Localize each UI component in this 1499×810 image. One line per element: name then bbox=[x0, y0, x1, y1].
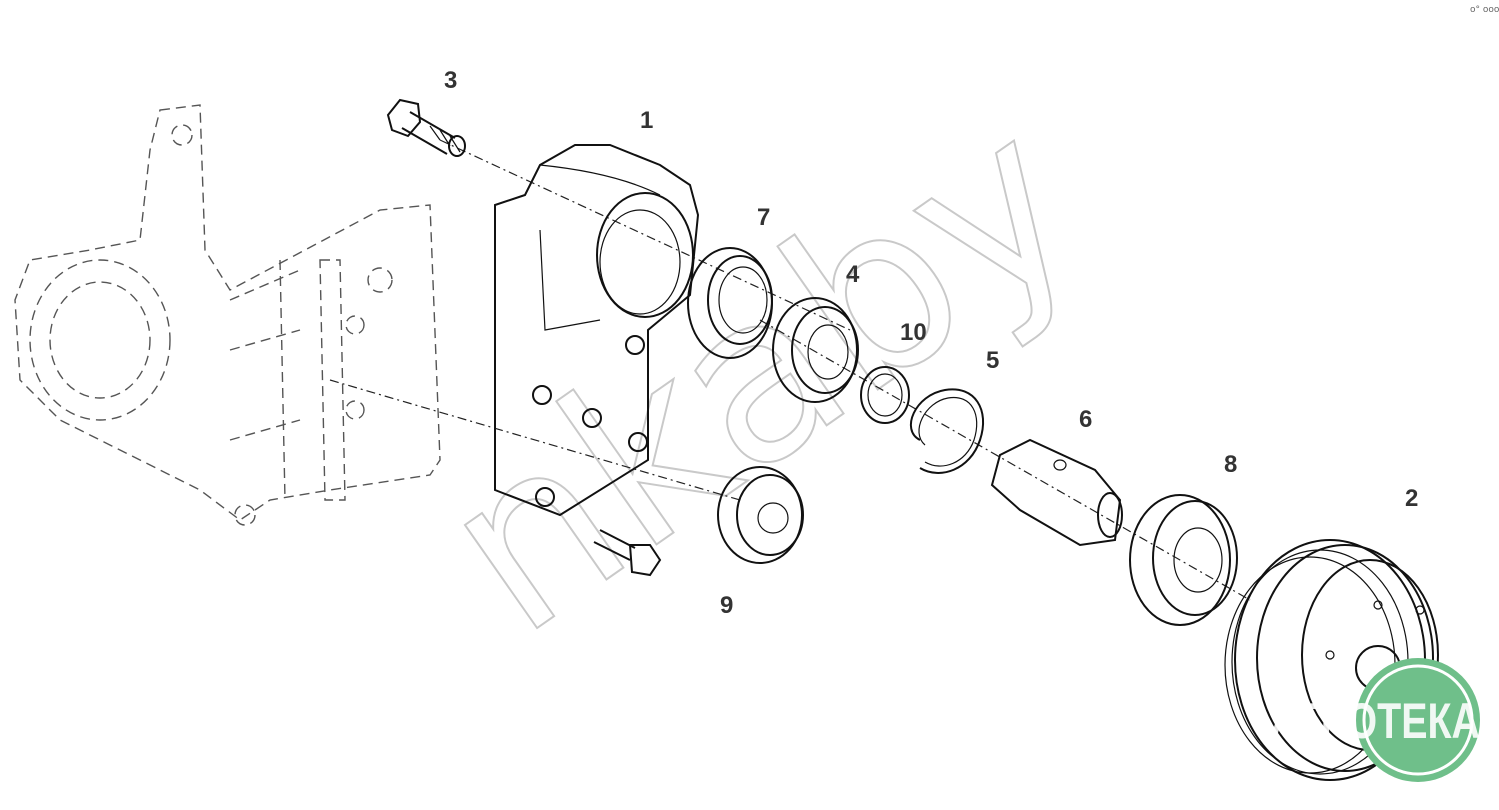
callout-7: 7 bbox=[757, 204, 770, 231]
callout-3: 3 bbox=[444, 67, 457, 94]
svg-text:nkaby: nkaby bbox=[398, 66, 1123, 685]
callout-5: 5 bbox=[986, 347, 999, 374]
tensioner-bracket bbox=[494, 144, 700, 517]
lower-bearing bbox=[1129, 494, 1238, 626]
callout-9: 9 bbox=[720, 592, 733, 619]
callout-8: 8 bbox=[1224, 451, 1237, 478]
idler-roller bbox=[593, 466, 804, 577]
agroteka-logo: АГРОТЕКА bbox=[1270, 658, 1480, 782]
callout-2: 2 bbox=[1405, 485, 1418, 512]
engine-front-cover bbox=[14, 104, 441, 526]
assembly-axis-lines bbox=[329, 139, 1251, 601]
upper-bearing bbox=[772, 297, 859, 403]
callout-10: 10 bbox=[900, 319, 927, 346]
seal-ring bbox=[687, 247, 773, 359]
callout-1: 1 bbox=[640, 107, 653, 134]
circlip bbox=[909, 388, 985, 474]
watermark: nkaby bbox=[397, 65, 1124, 686]
idler-shaft bbox=[990, 438, 1123, 547]
callout-6: 6 bbox=[1079, 406, 1092, 433]
callout-4: 4 bbox=[846, 261, 860, 288]
corner-mark: o° ooo bbox=[1470, 5, 1499, 15]
svg-text:АГРОТЕКА: АГРОТЕКА bbox=[1270, 693, 1480, 749]
small-snap-ring bbox=[860, 366, 910, 424]
upper-bolt bbox=[386, 98, 466, 157]
callout-labels: 1 2 3 4 5 6 7 8 9 10 bbox=[444, 67, 1418, 619]
